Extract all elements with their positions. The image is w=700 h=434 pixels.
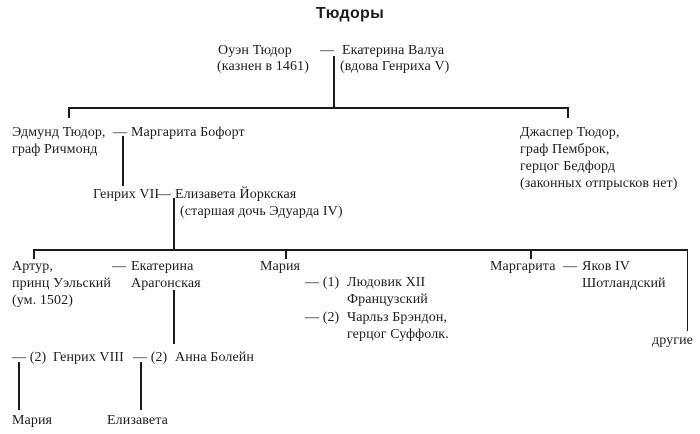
catherine-valois-name: Екатерина Валуа: [342, 43, 445, 58]
connector-drop-edmund: [68, 107, 70, 118]
connector-drop-others: [686, 249, 688, 331]
owen-tudor-name: Оуэн Тюдор: [218, 43, 292, 58]
catherine-valois-note: (вдова Генриха V): [340, 59, 450, 74]
mary-marriage2-prefix: — (2): [305, 310, 340, 325]
jasper-tudor-title1: граф Пемброк,: [520, 142, 610, 157]
henry8-marriage-prefix: — (2): [12, 350, 47, 365]
james4-title: Шотландский: [582, 276, 666, 291]
elizabeth-york-name: Елизавета Йоркская: [175, 187, 297, 202]
arthur-title: принц Уэльский: [12, 276, 111, 291]
connector-drop-arthur: [33, 249, 35, 259]
diagram-title: Тюдоры: [315, 5, 385, 22]
catherine-aragon-name-line2: Арагонская: [131, 276, 201, 291]
elizabeth1-name: Елизавета: [107, 413, 168, 428]
connector-drop-margaret-tudor: [530, 249, 532, 259]
marriage-dash-edmund-margaret: —: [113, 125, 128, 140]
jasper-tudor-title2: герцог Бедфорд: [520, 159, 616, 174]
connector-edmund-to-henry7: [122, 136, 124, 186]
edmund-tudor-title: граф Ричмонд: [12, 142, 98, 157]
owen-tudor-note: (казнен в 1461): [217, 59, 309, 74]
louis12-title: Французский: [347, 292, 428, 307]
edmund-tudor-name: Эдмунд Тюдор,: [12, 125, 106, 140]
connector-to-elizabeth1: [140, 362, 142, 410]
margaret-tudor-name: Маргарита: [490, 259, 556, 274]
arthur-note: (ум. 1502): [12, 293, 73, 308]
henry7-name: Генрих VII: [93, 187, 160, 202]
henry8-name: Генрих VIII: [53, 350, 124, 365]
connector-gen1-stem: [333, 56, 335, 108]
marriage-dash-arthur-catherine: —: [112, 259, 127, 274]
marriage-dash-henry7-elizabeth: —: [157, 187, 172, 202]
anne-boleyn-marriage-prefix: — (2): [133, 350, 168, 365]
james4-name: Яков IV: [582, 259, 631, 274]
connector-henry7-stem: [173, 198, 175, 249]
others-label: другие: [652, 333, 693, 348]
louis12-name: Людовик XII: [347, 275, 426, 290]
connector-drop-mary-tudor: [285, 249, 287, 259]
connector-gen4-sibling-bar: [33, 249, 688, 251]
marriage-dash-margaret-james: —: [563, 259, 578, 274]
connector-drop-jasper: [567, 107, 569, 118]
charles-brandon-title: герцог Суффолк.: [347, 327, 449, 342]
arthur-name: Артур,: [12, 259, 53, 274]
anne-boleyn-name: Анна Болейн: [175, 350, 254, 365]
elizabeth-york-note: (старшая дочь Эдуарда IV): [180, 204, 343, 219]
mary-tudor-name: Мария: [260, 259, 301, 274]
connector-gen2-sibling-bar: [68, 107, 569, 109]
connector-to-mary1: [18, 362, 20, 410]
connector-catherine-aragon-to-henry8: [173, 290, 175, 344]
jasper-tudor-note: (законных отпрысков нет): [520, 176, 678, 191]
margaret-beaufort-name: Маргарита Бофорт: [131, 125, 245, 140]
charles-brandon-name: Чарльз Брэндон,: [347, 310, 448, 325]
mary1-name: Мария: [12, 413, 53, 428]
marriage-dash-owen-catherine: —: [320, 43, 335, 58]
catherine-aragon-name-line1: Екатерина: [131, 259, 194, 274]
mary-marriage1-prefix: — (1): [305, 275, 340, 290]
jasper-tudor-name: Джаспер Тюдор,: [520, 125, 620, 140]
